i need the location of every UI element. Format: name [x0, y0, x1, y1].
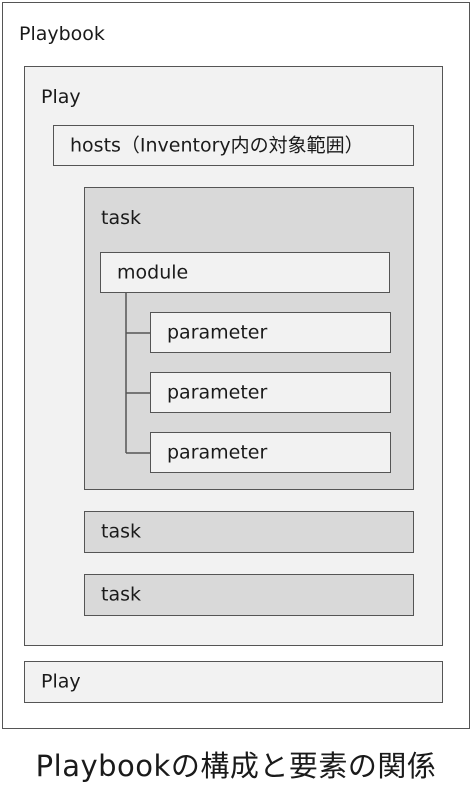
task-label: task: [101, 520, 141, 543]
task-box: task: [84, 511, 414, 553]
module-box: module: [100, 252, 390, 293]
playbook-label: Playbook: [19, 23, 105, 45]
play-label: Play: [41, 670, 81, 693]
play-label: Play: [41, 86, 81, 108]
hosts-box: hosts（Inventory内の対象範囲）: [53, 125, 414, 166]
play-box-collapsed: Play: [24, 661, 443, 703]
parameter-label: parameter: [167, 381, 268, 403]
parameter-box: parameter: [150, 432, 391, 473]
task-label: task: [101, 583, 141, 606]
parameter-label: parameter: [167, 321, 268, 343]
task-box: task: [84, 574, 414, 616]
parameter-box: parameter: [150, 372, 391, 413]
parameter-label: parameter: [167, 441, 268, 463]
figure-caption: Playbookの構成と要素の関係: [35, 749, 437, 783]
module-label: module: [117, 261, 189, 283]
task-label: task: [101, 207, 141, 229]
hosts-label: hosts（Inventory内の対象範囲）: [70, 134, 364, 156]
parameter-box: parameter: [150, 312, 391, 353]
